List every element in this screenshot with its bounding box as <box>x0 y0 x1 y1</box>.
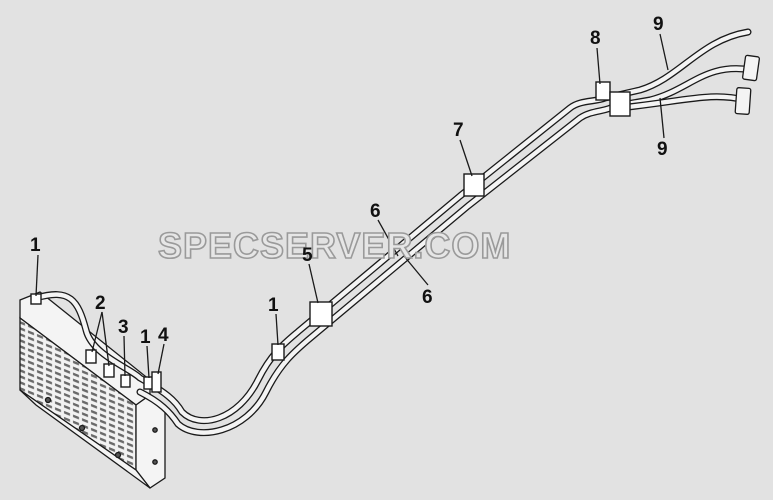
callout-9-upper: 9 <box>653 14 664 35</box>
bracket-5 <box>309 301 333 327</box>
leader-2a <box>91 311 103 353</box>
leader-1c <box>275 313 279 346</box>
clamp-2a <box>85 349 97 364</box>
watermark-text: SPECSERVER.COM <box>157 225 512 266</box>
fitting-4 <box>151 371 162 393</box>
leader-9b <box>659 97 665 139</box>
callout-2: 2 <box>95 293 106 314</box>
cooler-mount-bolt <box>114 451 122 459</box>
leader-4 <box>157 343 165 375</box>
callout-7: 7 <box>453 120 464 141</box>
callout-5: 5 <box>302 245 313 266</box>
leader-6b <box>403 255 429 286</box>
leader-2b <box>101 311 110 367</box>
connector-block <box>609 91 631 117</box>
leader-6a <box>377 219 399 257</box>
oil-cooler <box>19 291 166 489</box>
callout-8: 8 <box>590 28 601 49</box>
hose-return <box>616 93 749 112</box>
hose-lower <box>136 65 756 436</box>
bracket-8 <box>595 81 611 101</box>
leader-1b <box>146 345 150 379</box>
callout-3: 3 <box>118 317 129 338</box>
cooler-mount-bolt <box>152 459 158 465</box>
hose-assembly <box>32 28 756 436</box>
leader-8 <box>596 47 601 85</box>
clamp-1-mid <box>271 343 285 361</box>
leader-1a <box>35 254 39 297</box>
leader-7 <box>459 139 473 177</box>
callout-4: 4 <box>158 325 169 346</box>
cooler-mount-bolt <box>44 396 52 404</box>
callout-1-cooler: 1 <box>30 235 41 256</box>
leader-9a <box>659 33 669 71</box>
callout-6-upper: 6 <box>370 201 381 222</box>
callout-1-outlet: 1 <box>140 327 151 348</box>
callout-9-lower: 9 <box>657 139 668 160</box>
hose-end-fittings <box>734 54 760 115</box>
leader-3 <box>123 335 126 377</box>
cooler-mount-bolt <box>152 427 158 433</box>
leader-5 <box>308 263 319 304</box>
fitting-lower <box>734 87 752 115</box>
cooler-mount-bolt <box>78 424 86 432</box>
clamps <box>30 81 631 393</box>
callout-1-mid: 1 <box>268 295 279 316</box>
leader-lines <box>35 33 669 379</box>
callout-6-lower: 6 <box>422 287 433 308</box>
cooler-bottom-rail <box>19 389 151 489</box>
clamp-3 <box>120 374 131 388</box>
bracket-7 <box>463 173 485 197</box>
fitting-upper <box>742 54 760 82</box>
hose-upper <box>32 28 752 424</box>
